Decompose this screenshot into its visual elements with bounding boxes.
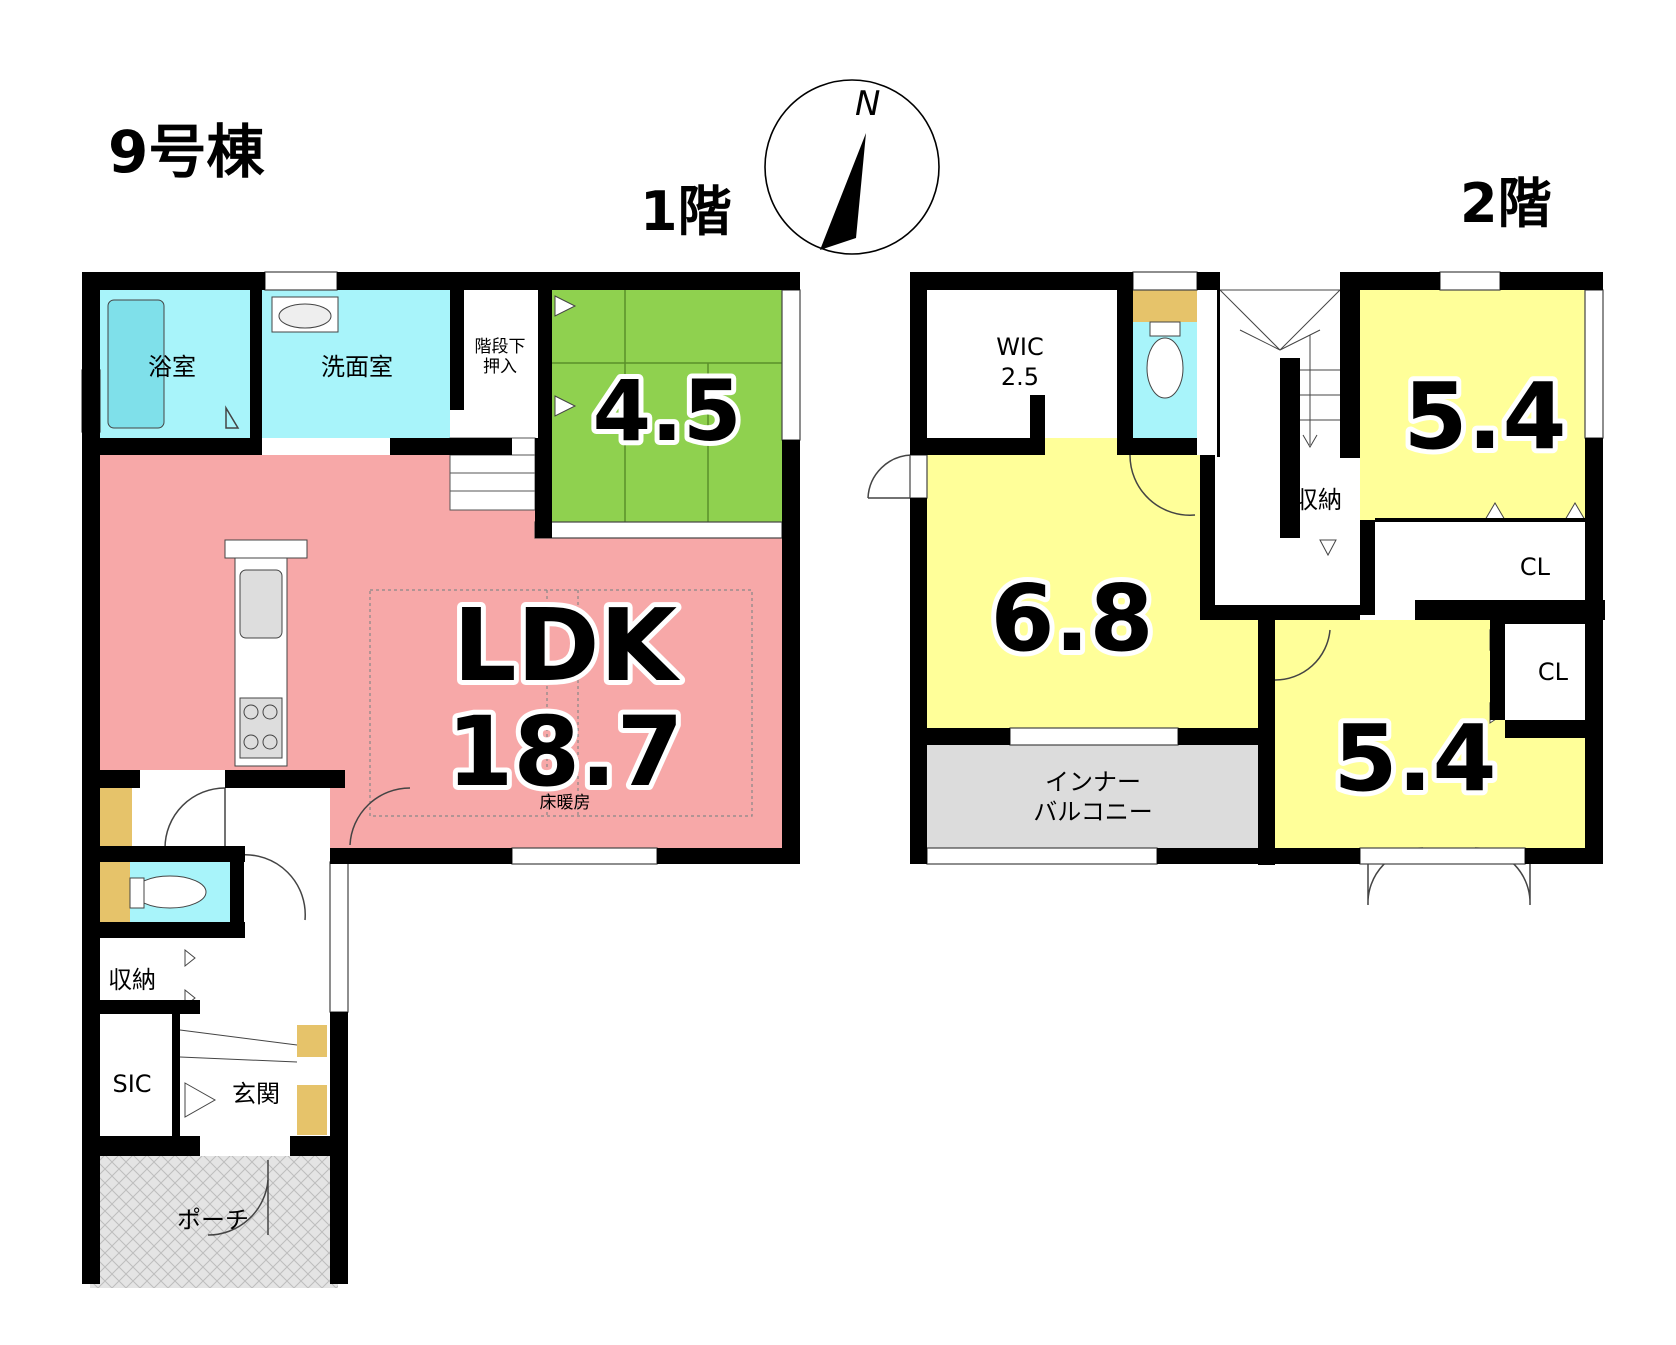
closet-1-label: CL	[1520, 553, 1551, 581]
wic-fill	[927, 290, 1117, 438]
porch-fill	[90, 1156, 338, 1288]
floor1-storage-label: 収納	[108, 966, 156, 994]
japanese-room-fill	[552, 290, 782, 522]
porch-label: ポーチ	[177, 1206, 249, 1234]
floor2-storage-label: 収納	[1294, 486, 1342, 514]
toilet2	[1146, 321, 1184, 399]
balcony-fill	[927, 745, 1258, 848]
bedroom-se-fill	[1275, 620, 1585, 848]
japanese-room-size: 4.5	[593, 362, 742, 460]
wic-label-2: 2.5	[1001, 363, 1039, 391]
bedroom-main-size: 6.8	[991, 565, 1154, 672]
floor1-plan: 浴室 洗面室 階段下 押入 4.5 LDK 18.7 床暖房 収納 SIC 玄関…	[81, 271, 801, 1288]
stair-storage-label-2: 押入	[483, 357, 517, 377]
building-title: 9号棟	[108, 118, 265, 186]
closet-2-label: CL	[1538, 658, 1569, 686]
stair-storage-label-1: 階段下	[475, 337, 526, 357]
bath-label: 浴室	[148, 353, 196, 381]
bedroom-main-fill	[927, 438, 1258, 728]
entrance-label: 玄関	[232, 1080, 280, 1108]
balcony-label-2: バルコニー	[1033, 798, 1153, 826]
bathtub	[107, 299, 165, 429]
bedroom-ne-size: 5.4	[1404, 363, 1567, 470]
north-compass-icon: N	[764, 79, 940, 255]
floor2-title: 2階	[1460, 172, 1552, 235]
floor1-title: 1階	[640, 180, 732, 243]
washroom-label: 洗面室	[321, 353, 393, 381]
toilet1	[129, 875, 207, 909]
kitchen-counter	[224, 539, 308, 767]
balcony-label-1: インナー	[1045, 768, 1141, 796]
bedroom-se-size: 5.4	[1334, 705, 1497, 812]
sic-label: SIC	[112, 1070, 151, 1098]
floor2-plan: WIC 2.5 6.8 5.4 5.4 収納 CL CL インナー バルコニー	[867, 271, 1605, 906]
compass-north-label: N	[855, 84, 880, 124]
ldk-size: 18.7	[447, 696, 684, 808]
ldk-title: LDK	[453, 587, 681, 704]
floor-heating-label: 床暖房	[540, 793, 591, 813]
wic-label-1: WIC	[996, 333, 1044, 361]
